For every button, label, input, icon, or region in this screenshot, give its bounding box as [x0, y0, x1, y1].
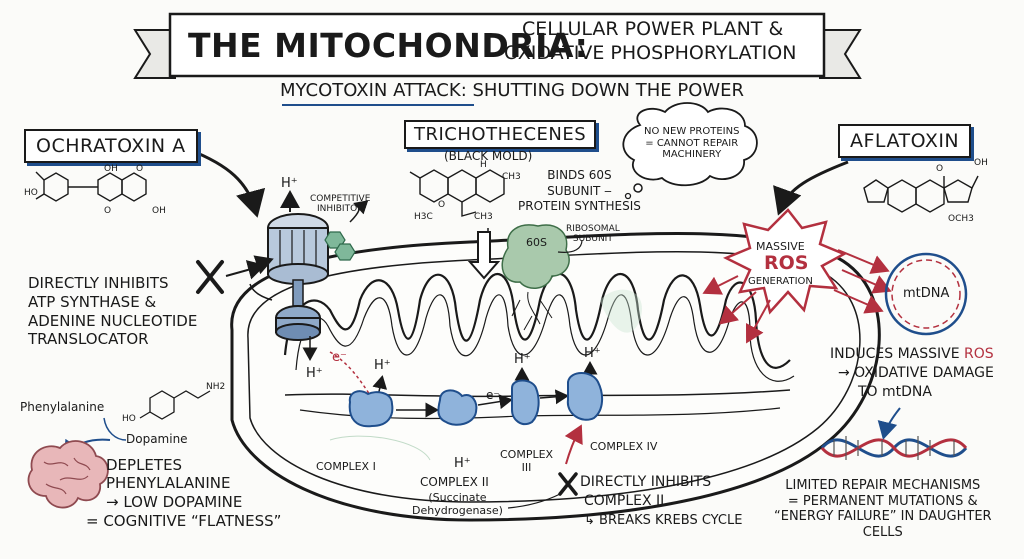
ros-burst-line1: MASSIVE	[756, 240, 805, 253]
complex-2-name: (Succinate Dehydrogenase)	[412, 491, 503, 517]
och-o1: O	[136, 164, 144, 174]
hplus-atp-bottom: H⁺	[306, 366, 323, 381]
tri-ch3a: CH3	[502, 172, 521, 182]
hplus-atp-top: H⁺	[281, 176, 298, 191]
atp-synthase	[267, 190, 329, 341]
ros-effect-line1: INDUCES MASSIVE ROS	[830, 346, 994, 362]
complex-3-shape	[511, 379, 540, 426]
mtdna-label: mtDNA	[903, 286, 950, 301]
complex-2-label: COMPLEX II	[420, 475, 489, 489]
complex2-effect-line2: COMPLEX II	[584, 493, 665, 509]
electron-2: e⁻	[486, 388, 500, 402]
subtitle: MYCOTOXIN ATTACK: SHUTTING DOWN THE POWE…	[280, 80, 744, 101]
tri-h3c: H3C	[414, 212, 433, 222]
complex-3-label: COMPLEX III	[500, 448, 554, 474]
hplus-c1: H⁺	[374, 358, 391, 373]
left-effect-text: DIRECTLY INHIBITS ATP SYNTHASE & ADENINE…	[28, 274, 198, 349]
x-mark-atp	[196, 260, 224, 294]
mitochondrion	[230, 232, 881, 522]
complex-shapes	[348, 372, 604, 428]
phe-nh2: NH2	[206, 382, 226, 392]
ros-effect-line2: → OXIDATIVE DAMAGE	[838, 365, 994, 381]
ros-burst-line3: GENERATION	[748, 276, 813, 287]
subtitle-rest: : SHUTTING DOWN THE POWER	[460, 80, 745, 101]
phe-ho: HO	[122, 414, 136, 424]
afl-oh: OH	[974, 158, 988, 168]
och-oh2: OH	[152, 206, 166, 216]
subtitle-highlight: MYCOTOXIN ATTACK	[280, 80, 461, 101]
title-banner	[133, 12, 862, 79]
tri-ch3b: CH3	[474, 212, 493, 222]
aflatoxin-arrow	[773, 160, 849, 216]
och-o2: O	[104, 206, 112, 216]
black-mold-label: (BLACK MOLD)	[444, 149, 533, 163]
afl-o1: O	[936, 164, 944, 174]
dopamine-label: Dopamine	[126, 432, 188, 446]
tri-h: H	[480, 160, 487, 170]
electron-1: e⁻	[332, 350, 347, 365]
complex-1-shape	[348, 390, 394, 428]
inhibitor-molecule	[324, 231, 356, 261]
trichothecenes-label: TRICHOTHECENES	[404, 120, 597, 149]
phe-effect-line4: = COGNITIVE “FLATNESS”	[86, 512, 282, 530]
trichothecene-molecule	[409, 169, 505, 217]
och-ho: HO	[24, 188, 38, 198]
ros-burst-line2: ROS	[764, 252, 809, 274]
phenylalanine-label: Phenylalanine	[20, 400, 105, 414]
complex2-effect-line3: ↳ BREAKS KREBS CYCLE	[584, 513, 743, 528]
x-mark-complex2	[558, 472, 578, 496]
ribosome-60s	[501, 224, 570, 289]
ros-arrows	[702, 249, 892, 344]
ros-effect-line3: TO mtDNA	[858, 384, 932, 400]
ochratoxin-label: OCHRATOXIN A	[24, 129, 198, 163]
ros-effect-pre: INDUCES MASSIVE	[830, 346, 965, 362]
page-title: THE MITOCHONDRIA:	[188, 26, 589, 65]
competitive-inhibitor-label: COMPETITIVE INHIBITOR	[310, 194, 371, 215]
phenylalanine-molecule	[139, 390, 211, 420]
hplus-c3: H⁺	[514, 352, 531, 367]
complex-4-shape	[566, 372, 604, 421]
tri-o: O	[438, 200, 446, 210]
phe-effect-line3: → LOW DOPAMINE	[106, 493, 243, 511]
thought-bubble-text: NO NEW PROTEINS = CANNOT REPAIR MACHINER…	[644, 126, 740, 160]
ochratoxin-molecule	[35, 171, 147, 202]
binds-60s-text: BINDS 60S SUBUNIT ‒ PROTEIN SYNTHESIS	[518, 168, 641, 214]
och-oh1: OH	[104, 164, 118, 174]
complex-1-label: COMPLEX I	[316, 460, 376, 473]
afl-och3: OCH3	[948, 214, 974, 224]
ros-effect-ros: ROS	[964, 346, 994, 362]
title-subline-1: CELLULAR POWER PLANT &	[522, 18, 784, 40]
mtdna-circle	[884, 252, 968, 336]
complex-2-shape	[437, 389, 478, 426]
hplus-c2: H⁺	[454, 456, 471, 471]
ochratoxin-arrow	[189, 148, 266, 218]
complex-4-label: COMPLEX IV	[590, 440, 658, 453]
brain-icon	[27, 440, 109, 509]
thought-bubble	[622, 102, 758, 200]
complex2-effect-line1: DIRECTLY INHIBITS	[580, 474, 712, 490]
phe-effect-line1: DEPLETES	[106, 456, 183, 474]
ribosome-label: 60S	[526, 236, 547, 249]
aflatoxin-molecule	[863, 175, 979, 213]
hplus-c4: H⁺	[584, 346, 601, 361]
ros-burst	[722, 208, 847, 315]
dna-helix	[820, 436, 968, 460]
ribosome-caption: RIBOSOMAL SUBUNIT	[566, 224, 620, 245]
aflatoxin-label: AFLATOXIN	[838, 124, 972, 158]
title-subline-2: OXIDATIVE PHOSPHORYLATION	[504, 42, 797, 64]
repair-text: LIMITED REPAIR MECHANISMS = PERMANENT MU…	[774, 478, 992, 540]
phe-effect-line2: PHENYLALANINE	[106, 474, 231, 492]
